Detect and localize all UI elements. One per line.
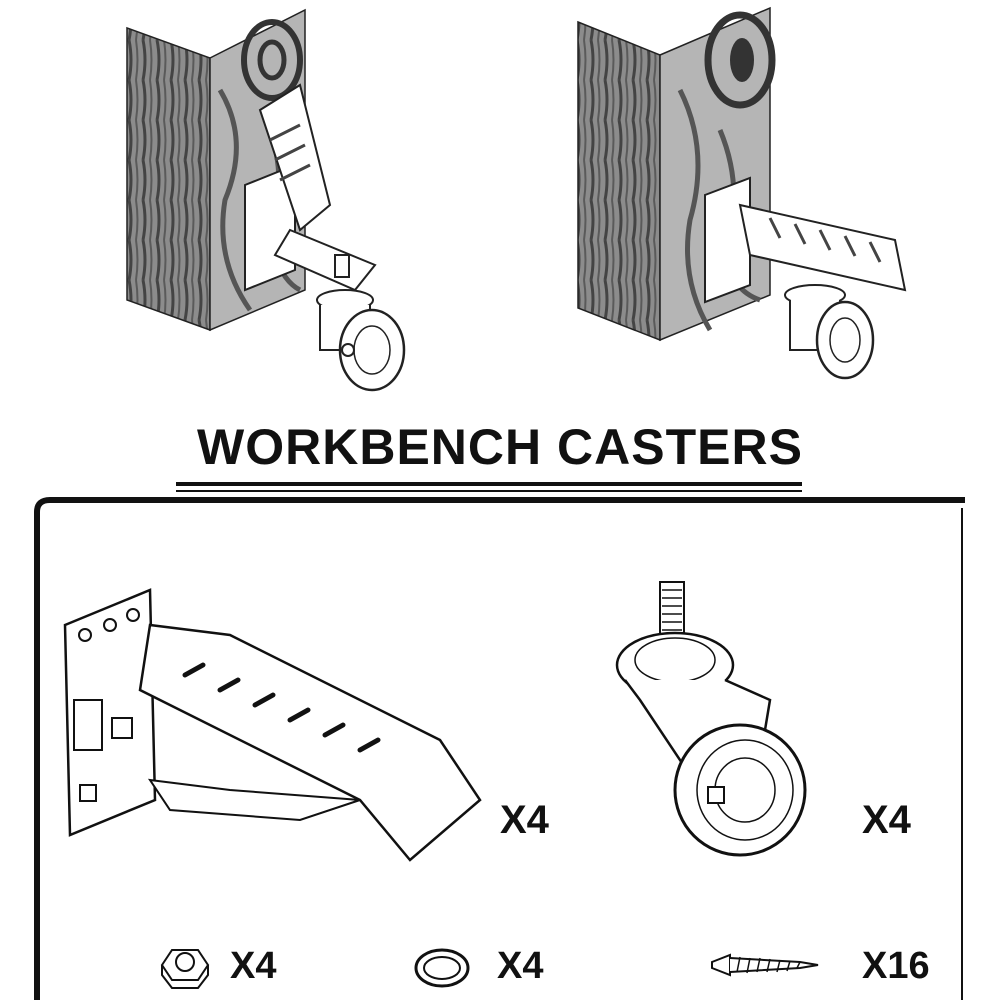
page-title: WORKBENCH CASTERS xyxy=(197,419,803,475)
screw-quantity: X16 xyxy=(862,945,930,987)
bracket-quantity: X4 xyxy=(500,798,549,842)
title-underline-thin xyxy=(176,490,802,492)
washer-quantity: X4 xyxy=(497,945,544,987)
title-underline xyxy=(176,482,802,486)
nut-quantity: X4 xyxy=(230,945,277,987)
caster-quantity: X4 xyxy=(862,798,911,842)
